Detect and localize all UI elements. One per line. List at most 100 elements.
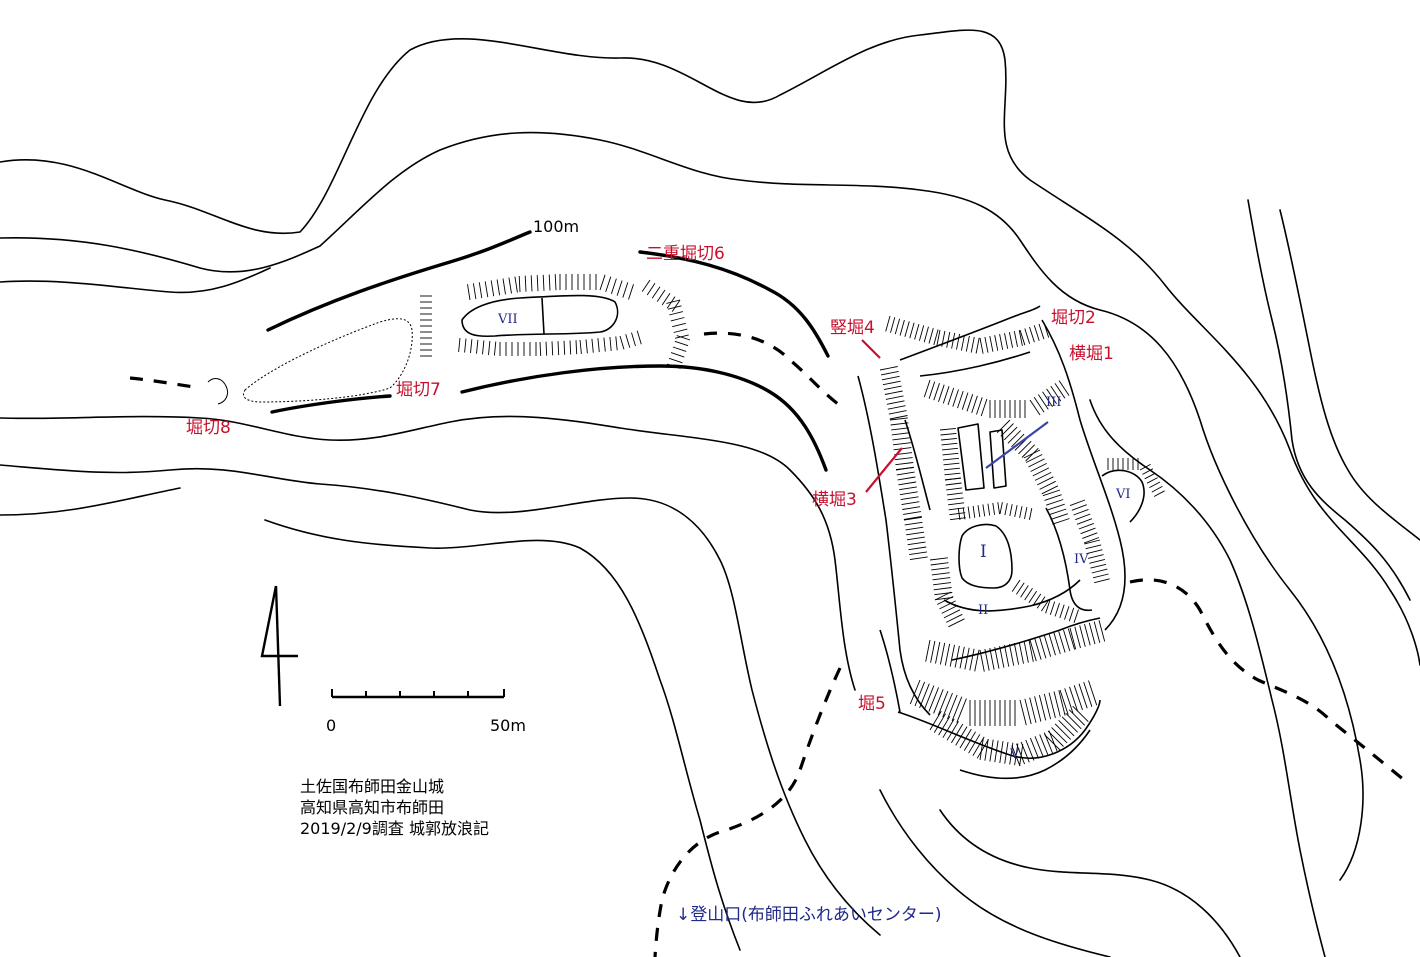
hachure-stroke [676,335,691,341]
hachure-stroke [887,405,906,410]
hachure-stroke [1089,558,1106,564]
hachure-stroke [968,734,981,754]
scale-bar [331,689,505,699]
hachure-stroke [1003,426,1018,441]
hachure-stroke [908,546,927,551]
hachure-stroke [1082,532,1098,539]
hachure-stroke [502,278,506,295]
hachure-stroke [1004,645,1010,667]
hachure-stroke [1039,636,1047,659]
hachure-stroke [482,340,485,355]
hachure-stroke [1091,568,1108,574]
hachure-stroke [956,698,967,723]
contour-5 [0,464,881,936]
hachure-stroke [1064,606,1070,620]
hachure-stroke [1008,332,1014,348]
hachure-stroke [1029,697,1037,723]
caption-castle-name: 土佐国布師田金山城 [300,777,445,796]
hachure-stroke [667,305,682,310]
hachure-stroke [1053,691,1061,717]
hachure-stroke [1069,499,1086,507]
hachure-stroke [563,340,566,355]
label-bailey-6: VI [1116,487,1131,502]
hachure-stroke [591,338,594,353]
hachure-stroke [1046,388,1057,405]
hachure-stroke [1074,626,1081,649]
hachure-stroke [940,437,957,441]
hachure-stroke [951,696,963,722]
lower-terrace-a [951,617,1101,661]
hachure-stroke [942,386,950,404]
hachure-stroke [631,332,636,347]
hachure-stroke [619,335,625,350]
hachure-stroke [1037,476,1054,486]
label-moat-cut-8: 堀切8 [186,418,231,438]
hachure-stroke [961,392,969,410]
hachure-stroke [977,505,981,518]
hachure-stroke [963,731,976,751]
hachure-stroke [1008,644,1015,666]
hachure-stroke [996,419,1011,434]
hachure-stroke [1068,709,1086,726]
hachure-stroke [942,718,955,738]
hachure-stroke [933,582,952,586]
hachure-stroke [1024,328,1031,344]
hachure-stroke [894,457,913,461]
hachure-stroke [902,506,921,510]
hachure-stroke [942,457,959,461]
hachure-stroke [974,649,980,672]
hachure-stroke [880,370,899,376]
label-moat-cut-7: 堀切7 [396,380,441,400]
hachure-stroke [1076,518,1093,525]
hachure-stroke [597,338,600,353]
hachure-stroke [1144,472,1156,480]
hachure-stroke [1030,462,1047,472]
hachure-stroke [989,647,995,670]
hachure-stroke [1034,696,1042,722]
hachure-stroke [933,713,946,733]
hachure-stroke [1014,505,1018,517]
hachure-stroke [972,736,985,756]
hachure-stroke [882,380,901,386]
label-moat-5: 堀5 [858,694,886,714]
hachure-stroke [1039,480,1056,490]
hachure-stroke [616,280,623,296]
label-bailey-5: V [1010,747,1020,762]
hachure-stroke [646,283,656,296]
hachure-stroke [1098,620,1106,642]
hachure-stroke [994,647,1000,669]
hachure-stroke [467,284,471,301]
contour-east-b [1279,209,1420,541]
hachure-stroke [947,497,964,501]
hachure-stroke [530,275,533,292]
hachure-stroke [1079,625,1086,647]
hachure-stroke [579,339,582,354]
hachure-stroke [903,516,922,521]
hachure-stroke [989,335,994,352]
hachure-stroke [965,335,970,352]
contour-2 [0,131,1364,881]
hachure-stroke [554,274,557,291]
hachure-stroke [1028,508,1033,520]
hachure-stroke [1063,629,1071,652]
hachure-stroke [899,491,918,496]
scale-max-label: 50m [490,716,526,735]
hachure-stroke [928,381,936,399]
hachure-stroke [557,341,560,356]
hachure-stroke [909,322,915,339]
hachure-stroke [1033,396,1045,413]
hachure-stroke [976,397,983,415]
hachure-stroke [673,328,688,333]
hachure-stroke [610,278,617,294]
hachure-stroke [939,642,946,665]
hachure-stroke [946,492,963,496]
hachure-stroke [944,477,961,481]
hachure-stroke [1064,688,1074,714]
hachure-stroke [975,337,980,354]
contour-lines [0,29,1420,957]
hachure-stroke [539,341,542,357]
hachure-stroke [542,274,545,291]
hachure-stroke [536,275,539,292]
horizontal-moat-3-line [904,419,931,511]
hachure-stroke [1048,692,1056,719]
